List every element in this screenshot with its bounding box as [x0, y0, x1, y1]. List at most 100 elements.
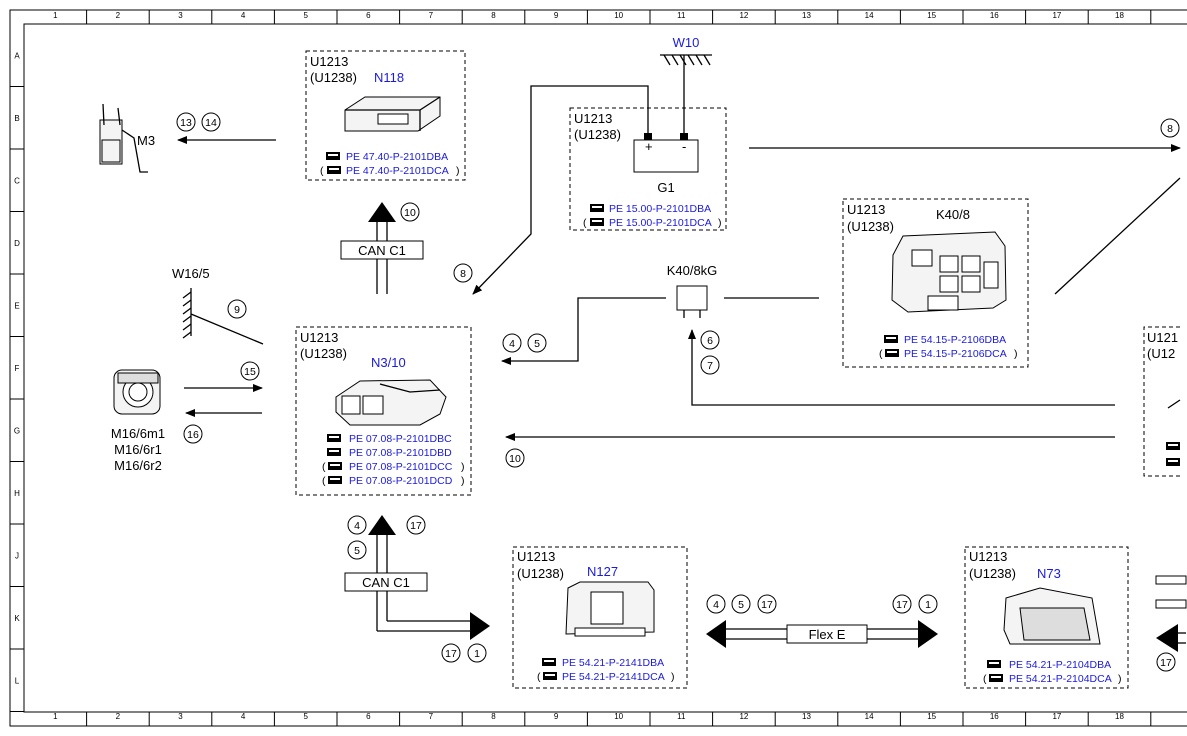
- signal-16: 16: [183, 424, 203, 444]
- flex-e-bus: Flex E: [706, 620, 938, 648]
- signal-17-flex-left: 17: [757, 594, 777, 614]
- signal-7: 7: [700, 355, 720, 375]
- grid-row-label: B: [14, 114, 19, 123]
- grid-col-label: 15: [927, 712, 936, 721]
- grid-col-label: 5: [303, 712, 308, 721]
- n3-10-ref-2[interactable]: PE 07.08-P-2101DBD: [349, 447, 452, 459]
- g1-ref-2[interactable]: PE 15.00-P-2101DCA: [609, 217, 712, 229]
- grid-col-label: 1: [53, 712, 58, 721]
- n3-10-ref-1[interactable]: PE 07.08-P-2101DBC: [349, 433, 452, 445]
- n127-ref-1[interactable]: PE 54.21-P-2141DBA: [562, 657, 664, 669]
- grid-col-label: 16: [990, 11, 999, 20]
- w10-ground: W10: [660, 35, 712, 136]
- k40-8-output-line: [1054, 177, 1181, 295]
- g1-alt-code: (U1238): [574, 127, 621, 142]
- m16-name-2: M16/6r1: [114, 442, 162, 457]
- grid-col-label: 15: [927, 11, 936, 20]
- grid-row-label: L: [15, 676, 20, 685]
- signal-17-flex-left-label: 17: [761, 599, 773, 611]
- svg-text:): ): [456, 165, 460, 177]
- signal-8-right-label: 8: [1167, 123, 1173, 135]
- k40-8-alt-code: (U1238): [847, 219, 894, 234]
- k40-8-ref-2[interactable]: PE 54.15-P-2106DCA: [904, 348, 1007, 360]
- signal-8-left-label: 8: [460, 268, 466, 280]
- n73-ref-1[interactable]: PE 54.21-P-2104DBA: [1009, 659, 1111, 671]
- svg-text:(: (: [879, 348, 883, 360]
- grid-col-label: 7: [429, 11, 434, 20]
- g1-plus: +: [645, 139, 653, 154]
- signal-13-label: 13: [180, 117, 192, 129]
- m3-label: M3: [137, 133, 155, 148]
- n118-ref-1[interactable]: PE 47.40-P-2101DBA: [346, 151, 448, 163]
- svg-text:): ): [718, 217, 722, 229]
- w16-5-label: W16/5: [172, 266, 210, 281]
- grid-row-label: C: [14, 176, 20, 185]
- n3-10-alt-code: (U1238): [300, 346, 347, 361]
- w10-label: W10: [673, 35, 700, 50]
- signal-16-label: 16: [187, 429, 199, 441]
- n73-ref-2[interactable]: PE 54.21-P-2104DCA: [1009, 673, 1112, 685]
- k40-8-module: U1213 (U1238) K40/8 PE 54.15-P-2106DBA (…: [842, 198, 1029, 368]
- svg-text:(: (: [537, 671, 541, 683]
- n118-ref-2[interactable]: PE 47.40-P-2101DCA: [346, 165, 449, 177]
- w16-5-switch: W16/5: [172, 266, 264, 345]
- g1-minus: -: [682, 139, 686, 154]
- signal-4-flex: 4: [706, 594, 726, 614]
- k40-8-ref-1[interactable]: PE 54.15-P-2106DBA: [904, 334, 1006, 346]
- signal-5-relay: 5: [527, 333, 547, 353]
- right-cut-alt: (U12: [1147, 346, 1175, 361]
- n127-module: U1213 (U1238) N127 PE 54.21-P-2141DBA ( …: [512, 546, 688, 689]
- k40-8-code: U1213: [847, 202, 885, 217]
- g1-ref-1[interactable]: PE 15.00-P-2101DBA: [609, 203, 711, 215]
- m3-component: M3: [99, 103, 155, 173]
- right-cut-code: U121: [1147, 330, 1178, 345]
- signal-5-flex: 5: [731, 594, 751, 614]
- n3-10-ref-4[interactable]: PE 07.08-P-2101DCD: [349, 475, 453, 487]
- right-cut-module: U121 (U12: [1143, 326, 1187, 652]
- signal-8-right: 8: [1160, 118, 1180, 138]
- grid-col-label: 6: [366, 11, 371, 20]
- grid-col-label: 4: [241, 11, 246, 20]
- n73-module: U1213 (U1238) N73 PE 54.21-P-2104DBA ( P…: [964, 546, 1129, 689]
- grid-col-label: 6: [366, 712, 371, 721]
- g1-code: U1213: [574, 111, 612, 126]
- m16-throttle: M16/6m1 M16/6r1 M16/6r2: [111, 369, 165, 473]
- svg-text:(: (: [583, 217, 587, 229]
- grid-row-label: J: [15, 551, 19, 560]
- n3-10-ref-3[interactable]: PE 07.08-P-2101DCC: [349, 461, 453, 473]
- signal-15-label: 15: [244, 366, 256, 378]
- grid-row-label: H: [14, 489, 20, 498]
- n118-name: N118: [374, 70, 404, 85]
- grid-col-label: 8: [491, 11, 496, 20]
- grid-row-label: E: [14, 301, 19, 310]
- k40-8kg-label: K40/8kG: [667, 263, 718, 278]
- grid-col-label: 10: [614, 11, 623, 20]
- n3-10-code: U1213: [300, 330, 338, 345]
- grid-col-label: 14: [865, 712, 874, 721]
- signal-1-flex-right: 1: [918, 594, 938, 614]
- grid-row-label: G: [14, 426, 20, 435]
- n127-code: U1213: [517, 549, 555, 564]
- grid-col-label: 2: [116, 712, 121, 721]
- grid-row-label: K: [14, 614, 20, 623]
- grid-marks: 1122334455667788991010111112121313141415…: [10, 10, 1152, 726]
- can-bottom-bus: CAN C1: [344, 515, 490, 640]
- grid-col-label: 1: [53, 11, 58, 20]
- signal-17-n127: 17: [441, 643, 461, 663]
- signal-4-can-label: 4: [354, 520, 360, 532]
- signal-17-n127-label: 17: [445, 648, 457, 660]
- svg-text:(: (: [320, 165, 324, 177]
- k40-8-name: K40/8: [936, 207, 970, 222]
- n127-ref-2[interactable]: PE 54.21-P-2141DCA: [562, 671, 665, 683]
- feedback-line: [688, 329, 1115, 406]
- g1-name: G1: [657, 180, 674, 195]
- signal-8-left: 8: [453, 263, 473, 283]
- signal-17-flex-right: 17: [892, 594, 912, 614]
- frame-outer: [9, 9, 1187, 727]
- grid-col-label: 14: [865, 11, 874, 20]
- signal-4-relay-label: 4: [509, 338, 515, 350]
- m16-name-3: M16/6r2: [114, 458, 162, 473]
- signal-1-n127: 1: [467, 643, 487, 663]
- k40-8kg-relay: K40/8kG: [501, 263, 819, 365]
- n118-alt-code: (U1238): [310, 70, 357, 85]
